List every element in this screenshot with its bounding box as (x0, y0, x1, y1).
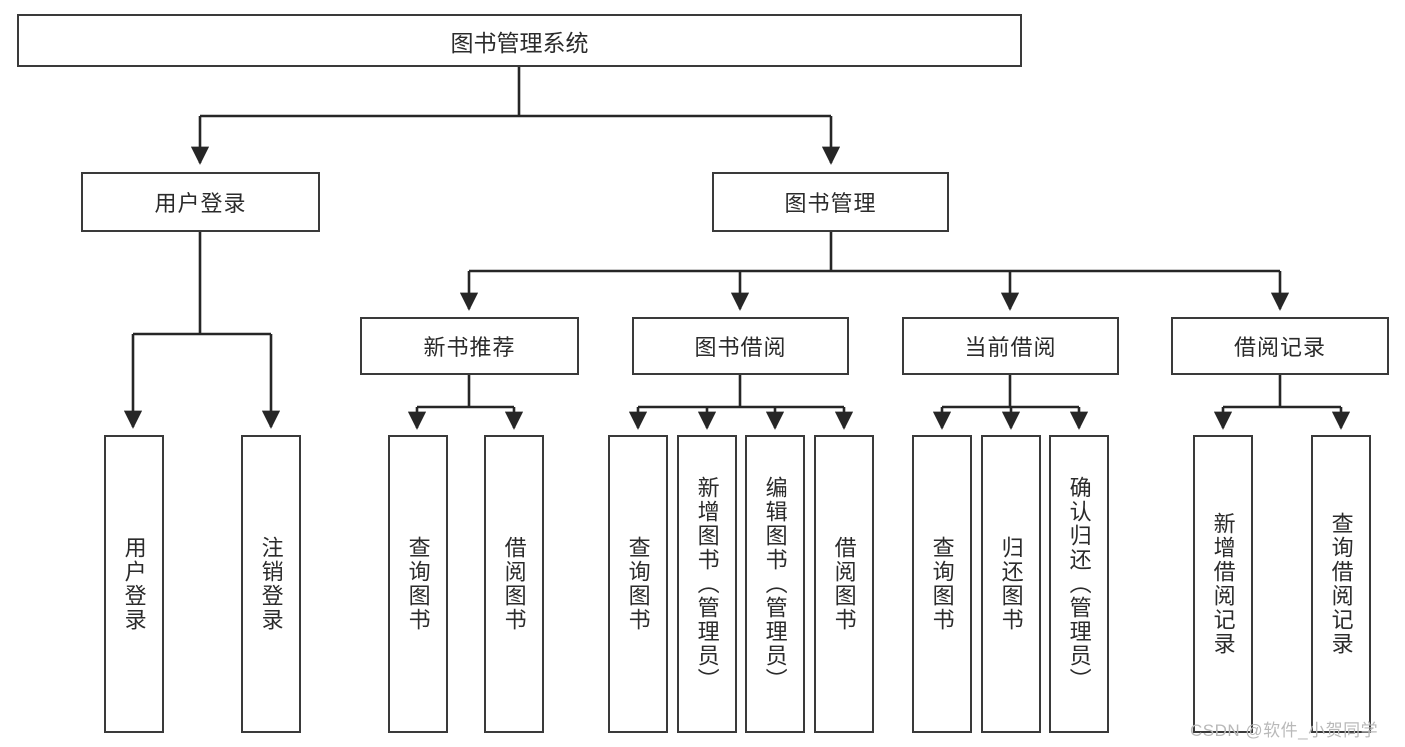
node-label: 确认归还（管理员） (1066, 476, 1092, 692)
node-label: 借阅图书 (831, 536, 857, 632)
node-label: 注销登录 (258, 536, 284, 632)
leaf-borrow-query-book[interactable]: 查询图书 (608, 435, 668, 733)
node-new-book-recommend[interactable]: 新书推荐 (360, 317, 579, 375)
leaf-borrow-edit-book-admin[interactable]: 编辑图书（管理员） (745, 435, 805, 733)
node-book-borrow[interactable]: 图书借阅 (632, 317, 849, 375)
node-label: 当前借阅 (964, 335, 1057, 360)
node-label: 图书管理 (784, 191, 877, 216)
node-label: 新书推荐 (423, 335, 516, 360)
node-label: 编辑图书（管理员） (762, 476, 788, 692)
node-current-borrow[interactable]: 当前借阅 (902, 317, 1119, 375)
node-label: 新增借阅记录 (1210, 512, 1236, 656)
node-label: 图书借阅 (694, 335, 787, 360)
leaf-recommend-query-book[interactable]: 查询图书 (388, 435, 448, 733)
node-root-system[interactable]: 图书管理系统 (17, 14, 1022, 67)
node-borrow-record[interactable]: 借阅记录 (1171, 317, 1389, 375)
leaf-record-add-record[interactable]: 新增借阅记录 (1193, 435, 1253, 733)
node-label: 用户登录 (121, 536, 147, 632)
csdn-watermark: CSDN @软件_小贺同学 (1190, 721, 1379, 740)
node-label: 查询借阅记录 (1328, 512, 1354, 656)
node-label: 查询图书 (625, 536, 651, 632)
node-label: 用户登录 (154, 191, 247, 216)
node-label: 新增图书（管理员） (694, 476, 720, 692)
leaf-borrow-borrow-book[interactable]: 借阅图书 (814, 435, 874, 733)
leaf-recommend-borrow-book[interactable]: 借阅图书 (484, 435, 544, 733)
node-book-management[interactable]: 图书管理 (712, 172, 949, 232)
node-label: 借阅图书 (501, 536, 527, 632)
node-label: 归还图书 (998, 536, 1024, 632)
leaf-record-query-record[interactable]: 查询借阅记录 (1311, 435, 1371, 733)
node-label: 图书管理系统 (450, 29, 589, 56)
node-user-login[interactable]: 用户登录 (81, 172, 320, 232)
node-label: 查询图书 (929, 536, 955, 632)
node-label: 查询图书 (405, 536, 431, 632)
node-label: 借阅记录 (1233, 335, 1326, 360)
leaf-current-query-book[interactable]: 查询图书 (912, 435, 972, 733)
leaf-borrow-add-book-admin[interactable]: 新增图书（管理员） (677, 435, 737, 733)
leaf-current-confirm-return-admin[interactable]: 确认归还（管理员） (1049, 435, 1109, 733)
leaf-user-login-logout[interactable]: 注销登录 (241, 435, 301, 733)
leaf-current-return-book[interactable]: 归还图书 (981, 435, 1041, 733)
leaf-user-login-login[interactable]: 用户登录 (104, 435, 164, 733)
